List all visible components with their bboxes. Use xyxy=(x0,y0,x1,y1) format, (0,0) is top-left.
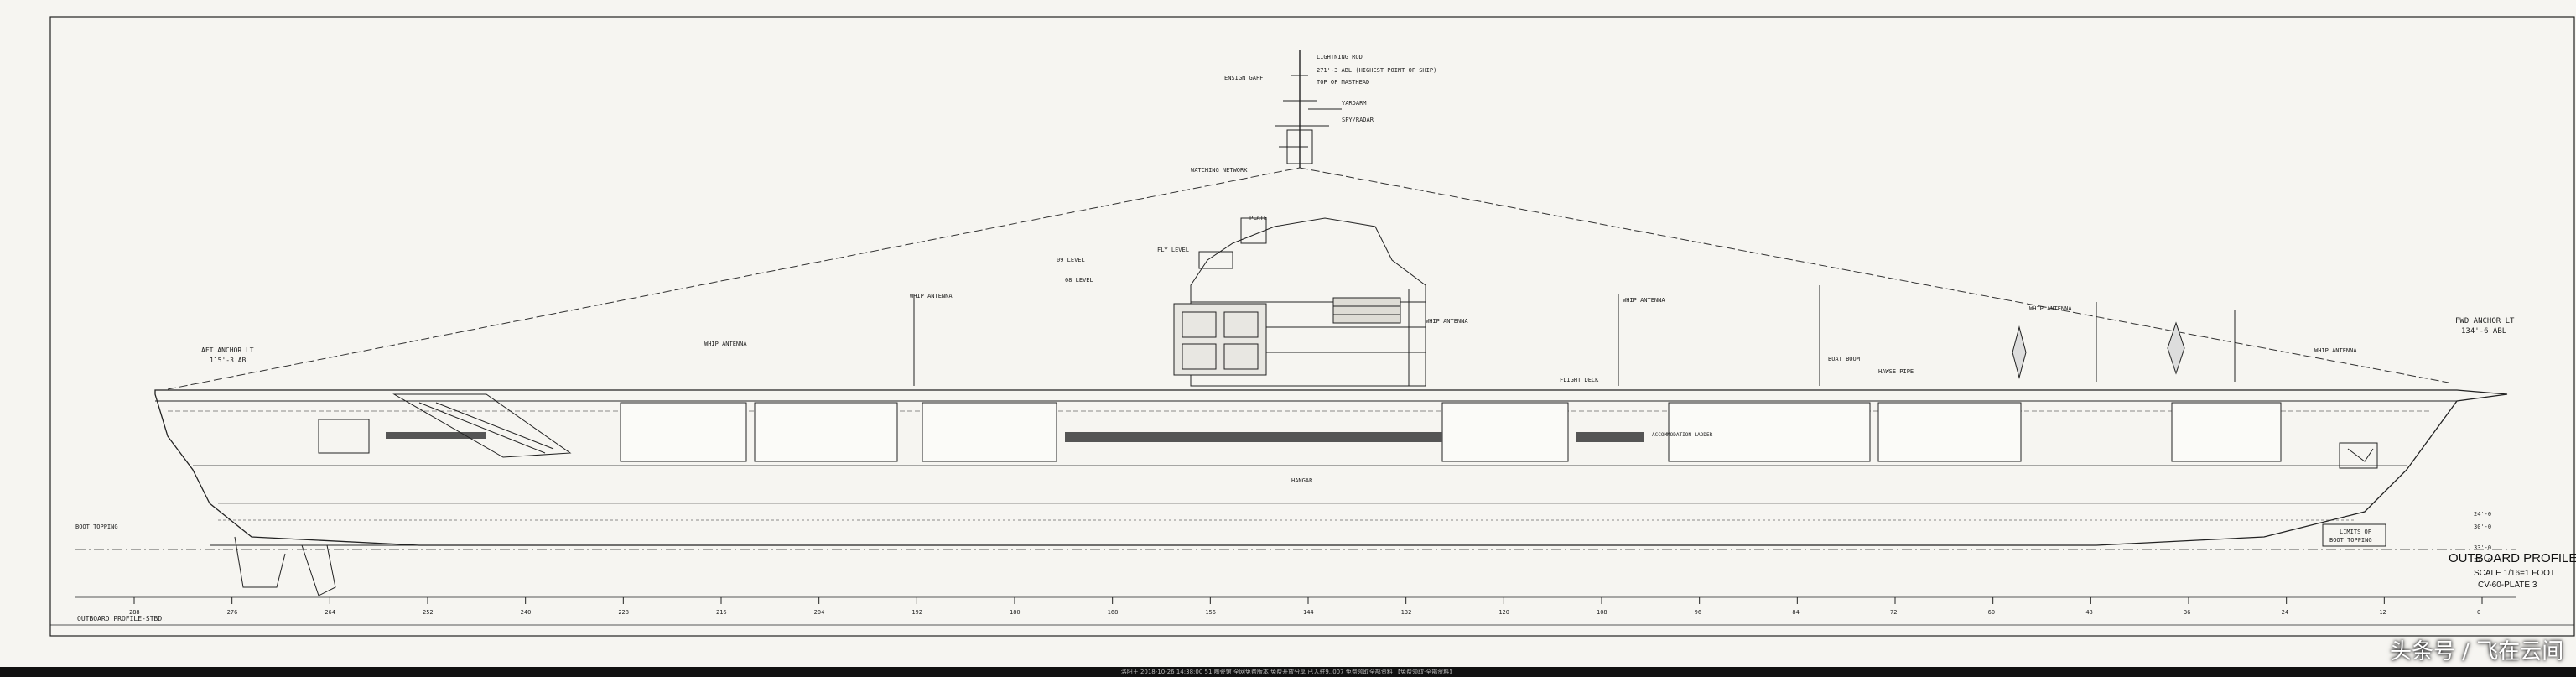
fly-level-label: FLY LEVEL xyxy=(1157,247,1189,253)
frame-number: 288 xyxy=(129,609,140,616)
frame-number: 108 xyxy=(1597,609,1607,616)
boot-topping-label: BOOT TOPPING xyxy=(75,523,118,530)
limits-boot-topping-box: LIMITS OF BOOT TOPPING xyxy=(2322,523,2386,547)
limits-boot-line1: LIMITS OF xyxy=(2340,529,2371,535)
frame-number: 264 xyxy=(325,609,335,616)
aft-anchor-height: 115'-3 ABL xyxy=(210,357,250,364)
title-line-2: SCALE 1/16=1 FOOT xyxy=(2474,569,2555,578)
limits-boot-line2: BOOT TOPPING xyxy=(2329,537,2372,544)
title-line-1: OUTBOARD PROFILE STBD. xyxy=(2449,551,2576,565)
frame-number: 84 xyxy=(1792,609,1799,616)
frame-number: 72 xyxy=(1890,609,1897,616)
frame-number: 96 xyxy=(1695,609,1701,616)
draft-label-37: 37'-0 xyxy=(2474,557,2491,564)
stern-gear xyxy=(318,393,572,458)
draft-label-30: 30'-0 xyxy=(2474,523,2491,530)
fwd-stay-wire xyxy=(1299,167,2449,383)
top-point-label: 271'-3 ABL (HIGHEST POINT OF SHIP) xyxy=(1317,67,1436,74)
labels: LIGHTNING ROD 271'-3 ABL (HIGHEST POINT … xyxy=(75,54,2515,564)
lightning-rod-label: LIGHTNING ROD xyxy=(1317,54,1363,60)
o9-level-label: 09 LEVEL xyxy=(1057,257,1085,263)
fwd-anchor-label: FWD ANCHOR LT xyxy=(2455,317,2515,325)
title-block: OUTBOARD PROFILE STBD. SCALE 1/16=1 FOOT… xyxy=(2449,551,2576,590)
sheet-border xyxy=(49,16,2575,637)
frame-number: 276 xyxy=(227,609,238,616)
frame-number: 132 xyxy=(1401,609,1412,616)
frame-number: 156 xyxy=(1205,609,1216,616)
frame-number: 120 xyxy=(1498,609,1509,616)
frame-number: 12 xyxy=(2379,609,2386,616)
hull xyxy=(154,389,2508,546)
masthead-label: TOP OF MASTHEAD xyxy=(1317,79,1369,86)
frame-number: 36 xyxy=(2184,609,2190,616)
footer-info-bar: 洛阳王 2018-10-26 14:38:00 51 陶瓷馆 全网免费版本 免费… xyxy=(0,667,2576,677)
frame-number: 204 xyxy=(814,609,825,616)
frame-number: 48 xyxy=(2085,609,2092,616)
whip-antenna-label-2: WHIP ANTENNA xyxy=(910,293,953,299)
antennas xyxy=(913,285,2236,386)
hangar-bays xyxy=(620,402,2282,462)
ensign-gaff-label: ENSIGN GAFF xyxy=(1224,75,1263,81)
fwd-anchor-height: 134'-6 ABL xyxy=(2461,327,2506,336)
deck-edge-band xyxy=(386,432,1644,442)
plate-label: PLATE xyxy=(1249,215,1267,221)
frame-number: 240 xyxy=(521,609,532,616)
whip-antenna-label-1: WHIP ANTENNA xyxy=(704,341,747,347)
frame-number: 228 xyxy=(618,609,629,616)
hawse-pipe-label: HAWSE PIPE xyxy=(1878,368,1914,375)
aft-anchor-label: AFT ANCHOR LT xyxy=(201,346,254,354)
frame-number: 252 xyxy=(423,609,434,616)
frame-number: 180 xyxy=(1010,609,1021,616)
frame-number: 60 xyxy=(1988,609,1995,616)
frame-number: 0 xyxy=(2477,609,2480,616)
watching-network-label: WATCHING NETWORK xyxy=(1191,167,1248,174)
boat-boom-label: BOAT BOOM xyxy=(1828,356,1860,362)
frame-number: 192 xyxy=(911,609,922,616)
frame-number: 24 xyxy=(2282,609,2288,616)
corner-plate-label: OUTBOARD PROFILE-STBD. xyxy=(77,615,166,622)
o8-level-label: 08 LEVEL xyxy=(1065,277,1093,284)
propeller-rudder xyxy=(210,536,419,596)
title-line-3: CV-60-PLATE 3 xyxy=(2478,581,2537,590)
accommodation-ladder-label: ACCOMMODATION LADDER xyxy=(1652,432,1713,438)
frame-number: 144 xyxy=(1303,609,1314,616)
aft-stay-wire xyxy=(167,167,1301,390)
bow-anchor xyxy=(2339,442,2378,469)
whip-antenna-label-5: WHIP ANTENNA xyxy=(2029,305,2072,312)
whip-antenna-label-3: WHIP ANTENNA xyxy=(1426,318,1468,325)
watermark: 头条号 / 飞在云间 xyxy=(2390,639,2564,664)
flight-deck-label: FLIGHT DECK xyxy=(1560,377,1599,383)
spy-radar-label: SPY/RADAR xyxy=(1342,117,1374,123)
frame-number: 216 xyxy=(716,609,727,616)
draft-label-24: 24'-0 xyxy=(2474,511,2491,518)
hangar-label: HANGAR xyxy=(1291,477,1313,484)
frame-number: 168 xyxy=(1108,609,1119,616)
whip-antenna-label-4: WHIP ANTENNA xyxy=(1623,297,1665,304)
island-superstructure xyxy=(1173,217,1426,387)
whip-antenna-label-6: WHIP ANTENNA xyxy=(2314,347,2357,354)
yardarm-label: YARDARM xyxy=(1342,100,1367,107)
draft-label-33: 33'-0 xyxy=(2474,544,2491,551)
mast xyxy=(1275,50,1342,168)
